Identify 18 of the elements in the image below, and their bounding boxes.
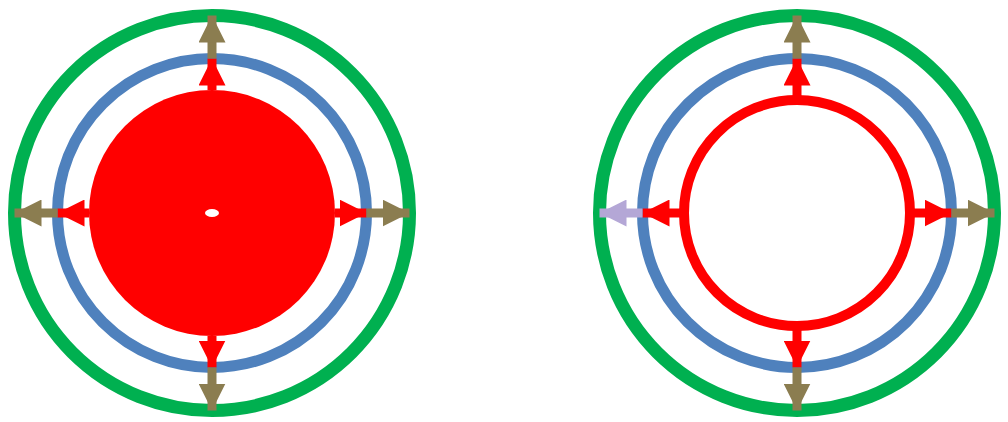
middle-ring: [637, 53, 957, 373]
arrow: [599, 199, 643, 227]
outer-ring: [593, 9, 1001, 417]
arrow: [198, 367, 226, 411]
inner-ring: [679, 95, 915, 331]
center-hole: [205, 209, 219, 217]
middle-ring: [52, 53, 372, 373]
arrow: [57, 199, 89, 227]
arrow: [198, 58, 226, 90]
arrow: [198, 15, 226, 59]
outer-ring: [8, 9, 416, 417]
arrow: [951, 199, 995, 227]
arrow: [14, 199, 58, 227]
arrow: [366, 199, 410, 227]
arrow: [198, 336, 226, 368]
arrow: [783, 15, 811, 59]
arrow: [335, 199, 367, 227]
arrow: [783, 367, 811, 411]
